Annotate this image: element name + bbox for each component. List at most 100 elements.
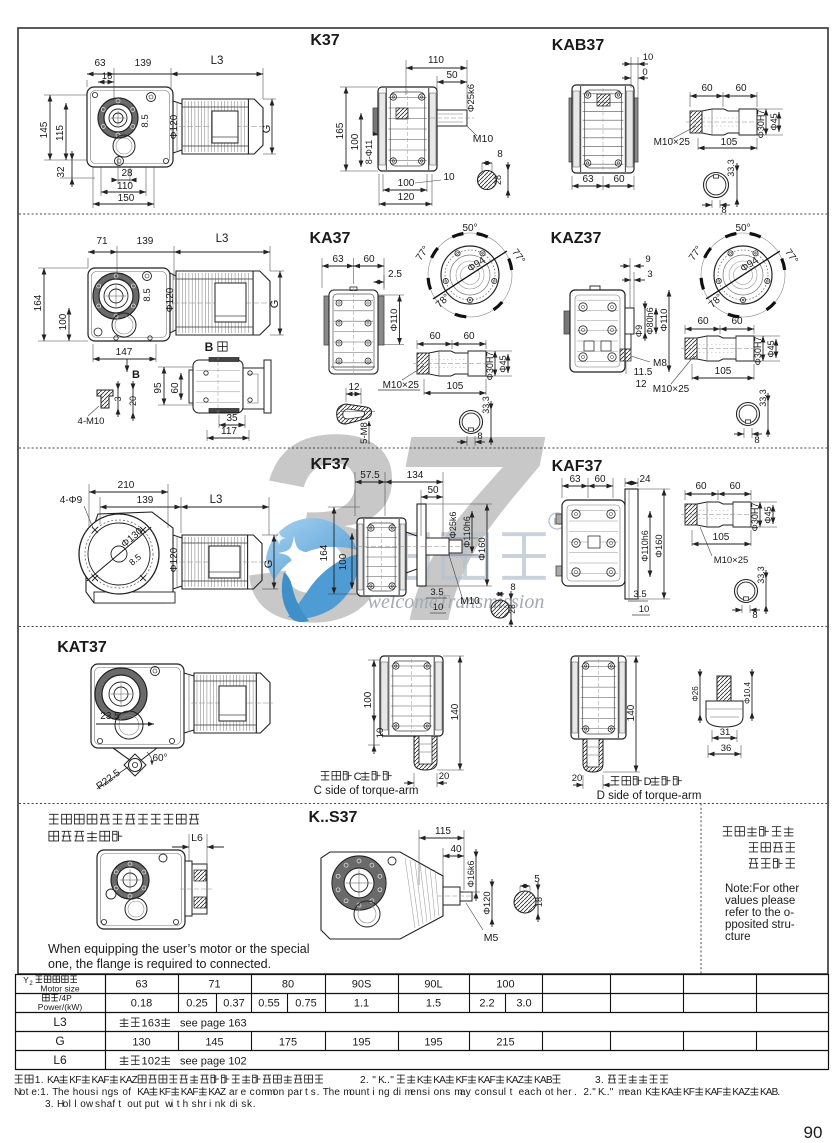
svg-text:3: 3 — [113, 396, 123, 401]
svg-text:5: 5 — [534, 874, 540, 885]
svg-text:see page 102: see page 102 — [180, 1056, 247, 1068]
svg-text:1: 1 — [35, 1075, 41, 1086]
svg-text:Φ120: Φ120 — [165, 287, 176, 312]
svg-text:Φ26: Φ26 — [691, 686, 700, 702]
svg-text:o: o — [63, 1099, 69, 1110]
svg-text:K: K — [417, 1075, 424, 1086]
svg-text:Φ110h6: Φ110h6 — [462, 516, 472, 548]
svg-text:p: p — [288, 1087, 294, 1098]
svg-text:10: 10 — [375, 728, 386, 739]
svg-text:Φ110: Φ110 — [389, 309, 400, 332]
svg-text:h: h — [557, 1087, 563, 1098]
svg-text:4-Φ9: 4-Φ9 — [60, 495, 83, 506]
svg-text:Φ120: Φ120 — [169, 547, 180, 572]
svg-text:3: 3 — [154, 1018, 160, 1030]
svg-text:2: 2 — [360, 1075, 366, 1086]
svg-text:s: s — [113, 1087, 118, 1098]
svg-text:Φ110h6: Φ110h6 — [640, 530, 650, 562]
svg-text:s: s — [492, 1087, 497, 1098]
svg-text:Φ25k6: Φ25k6 — [448, 512, 458, 539]
svg-text:i: i — [428, 1087, 430, 1098]
svg-text:164: 164 — [319, 544, 330, 561]
svg-text:u: u — [133, 1099, 139, 1110]
svg-text:r: r — [299, 1087, 303, 1098]
svg-text:h: h — [197, 1099, 203, 1110]
svg-text:71: 71 — [208, 979, 220, 991]
svg-text:Φ120: Φ120 — [482, 891, 493, 914]
svg-text:100: 100 — [338, 553, 349, 570]
svg-text:one, the flange is required to: one, the flange is required to connected… — [48, 957, 271, 971]
svg-text:K: K — [661, 1087, 668, 1098]
svg-text:165: 165 — [335, 122, 346, 139]
svg-text:Φ25k6: Φ25k6 — [466, 84, 477, 112]
svg-text:o: o — [20, 1087, 26, 1098]
svg-text:e: e — [334, 1087, 340, 1098]
svg-text:145: 145 — [39, 121, 50, 138]
svg-text:195: 195 — [424, 1037, 442, 1049]
svg-text:12: 12 — [635, 379, 647, 390]
svg-text:A: A — [143, 1087, 150, 1098]
svg-text:N: N — [14, 1087, 21, 1098]
svg-text:195: 195 — [352, 1037, 370, 1049]
svg-text:36: 36 — [721, 743, 732, 754]
svg-text:.: . — [253, 1099, 256, 1110]
svg-text:A: A — [214, 1087, 221, 1098]
svg-text:o: o — [80, 1099, 86, 1110]
svg-text:": " — [610, 1087, 614, 1098]
svg-text:63: 63 — [135, 979, 147, 991]
svg-text:0: 0 — [148, 1056, 154, 1068]
svg-text:2.5: 2.5 — [388, 269, 402, 280]
svg-text:10: 10 — [639, 604, 650, 615]
svg-text:105: 105 — [715, 366, 732, 377]
svg-text:pposited stru-: pposited stru- — [725, 919, 795, 931]
svg-text:60: 60 — [363, 254, 375, 265]
svg-text:.: . — [574, 1087, 577, 1098]
svg-text:l: l — [504, 1087, 506, 1098]
svg-text:n: n — [102, 1087, 108, 1098]
svg-text:28: 28 — [493, 175, 503, 185]
svg-text:u: u — [150, 1099, 156, 1110]
svg-text:A: A — [126, 1075, 133, 1086]
svg-text:K: K — [159, 1087, 166, 1098]
svg-text:i: i — [171, 1099, 173, 1110]
svg-text:.: . — [384, 1075, 387, 1086]
svg-text:3: 3 — [647, 269, 652, 280]
svg-text:Z: Z — [744, 1087, 750, 1098]
svg-text:60: 60 — [697, 316, 709, 327]
svg-text:n: n — [215, 1099, 221, 1110]
svg-text:t: t — [177, 1099, 180, 1110]
svg-text:K37: K37 — [310, 32, 339, 49]
svg-text:K: K — [120, 1075, 127, 1086]
svg-text:.: . — [51, 1099, 54, 1110]
svg-text:Φ16k6: Φ16k6 — [466, 861, 476, 888]
svg-text:33.3: 33.3 — [481, 396, 491, 414]
svg-text:g: g — [384, 1087, 390, 1098]
svg-text:0.37: 0.37 — [223, 998, 244, 1010]
svg-text:c: c — [475, 1087, 480, 1098]
svg-text:20: 20 — [128, 396, 138, 406]
svg-text:M10×25: M10×25 — [383, 380, 420, 391]
svg-text:K: K — [760, 1087, 767, 1098]
svg-text:o: o — [255, 1087, 261, 1098]
svg-text:33.3: 33.3 — [726, 159, 736, 177]
svg-text:i: i — [372, 1087, 374, 1098]
svg-text:K: K — [506, 1075, 513, 1086]
svg-text:a: a — [630, 1087, 636, 1098]
svg-text:w: w — [164, 1099, 173, 1110]
svg-text:Φ160: Φ160 — [654, 534, 665, 557]
svg-text:K: K — [433, 1075, 440, 1086]
svg-text:K: K — [645, 1087, 652, 1098]
svg-text:KF37: KF37 — [310, 456, 349, 473]
svg-text:8: 8 — [754, 435, 759, 446]
svg-text:A: A — [53, 1075, 60, 1086]
svg-text:11.5: 11.5 — [634, 367, 653, 378]
svg-text:105: 105 — [447, 381, 464, 392]
svg-text:60°: 60° — [152, 753, 167, 764]
svg-text:KAZ37: KAZ37 — [551, 230, 602, 247]
svg-text:33.3: 33.3 — [756, 566, 766, 584]
svg-text:n: n — [378, 1087, 384, 1098]
svg-text:Φ9: Φ9 — [634, 325, 644, 337]
svg-text:i: i — [399, 1087, 401, 1098]
svg-text:150: 150 — [118, 193, 135, 204]
svg-text:K: K — [181, 1087, 188, 1098]
